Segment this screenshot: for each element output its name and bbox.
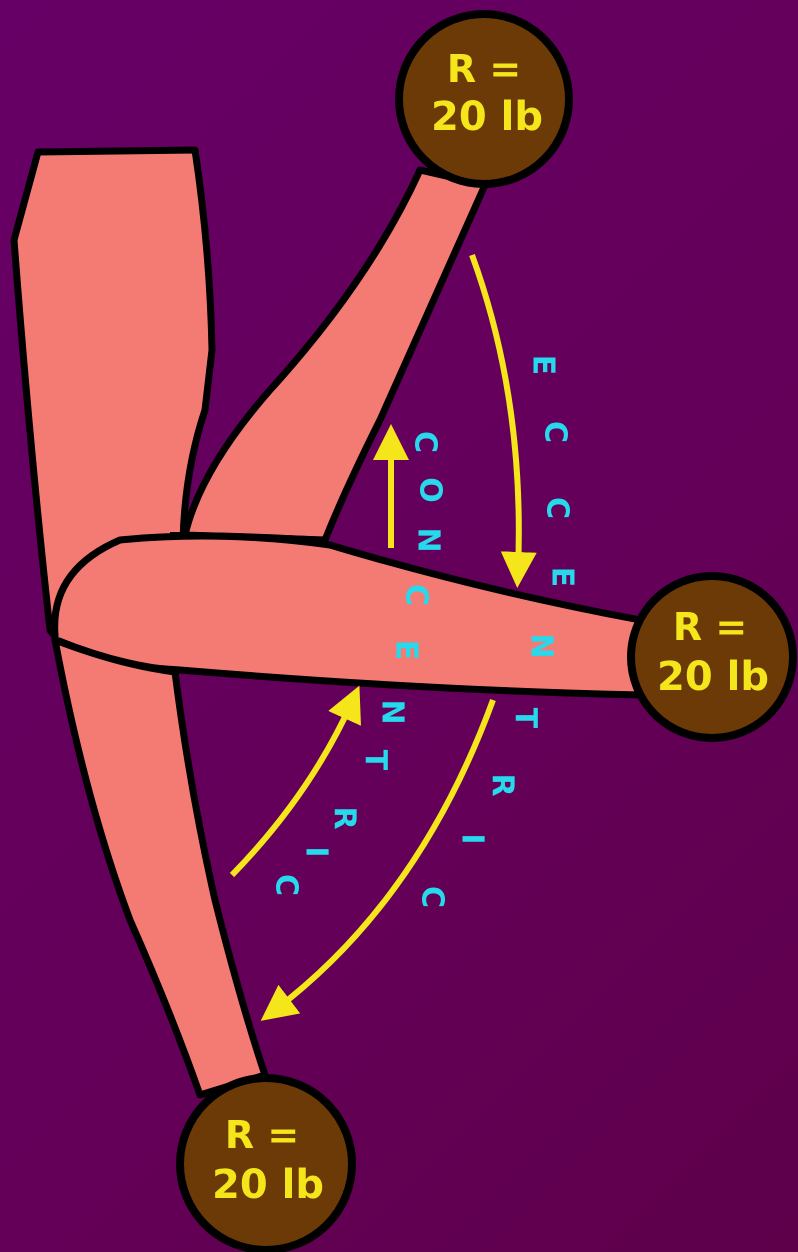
eccentric-letter: E — [545, 567, 580, 588]
concentric-letter: T — [358, 750, 393, 771]
concentric-letter: E — [389, 640, 424, 661]
eccentric-letter: C — [540, 497, 575, 519]
eccentric-letter: C — [415, 886, 450, 908]
arrow-eccentric-upper — [472, 255, 519, 570]
eccentric-letter: E — [526, 355, 561, 376]
weight-bottom: R = 20 lb — [180, 1078, 352, 1250]
forearm-lowered — [55, 640, 265, 1095]
weight-middle-line1: R = — [673, 605, 747, 649]
concentric-letter: C — [408, 431, 443, 453]
eccentric-letter: I — [455, 833, 490, 844]
weight-middle: R = 20 lb — [631, 576, 793, 738]
eccentric-letter: N — [524, 633, 559, 658]
weight-bottom-line2: 20 lb — [212, 1162, 324, 1208]
weight-top-line2: 20 lb — [431, 94, 543, 140]
weight-bottom-line1: R = — [225, 1113, 299, 1157]
eccentric-letter: C — [538, 421, 573, 443]
concentric-letter: C — [269, 874, 304, 896]
concentric-letter: R — [327, 806, 362, 829]
concentric-letter: N — [375, 699, 410, 724]
concentric-letter: O — [413, 477, 448, 503]
concentric-letter: N — [411, 527, 446, 552]
eccentric-letter: R — [485, 773, 520, 796]
weight-top: R = 20 lb — [399, 14, 569, 184]
concentric-letter: C — [399, 584, 434, 606]
concentric-letter: I — [299, 846, 334, 857]
eccentric-letter: T — [508, 708, 543, 729]
weight-middle-line2: 20 lb — [657, 654, 769, 700]
weight-top-line1: R = — [447, 47, 521, 91]
